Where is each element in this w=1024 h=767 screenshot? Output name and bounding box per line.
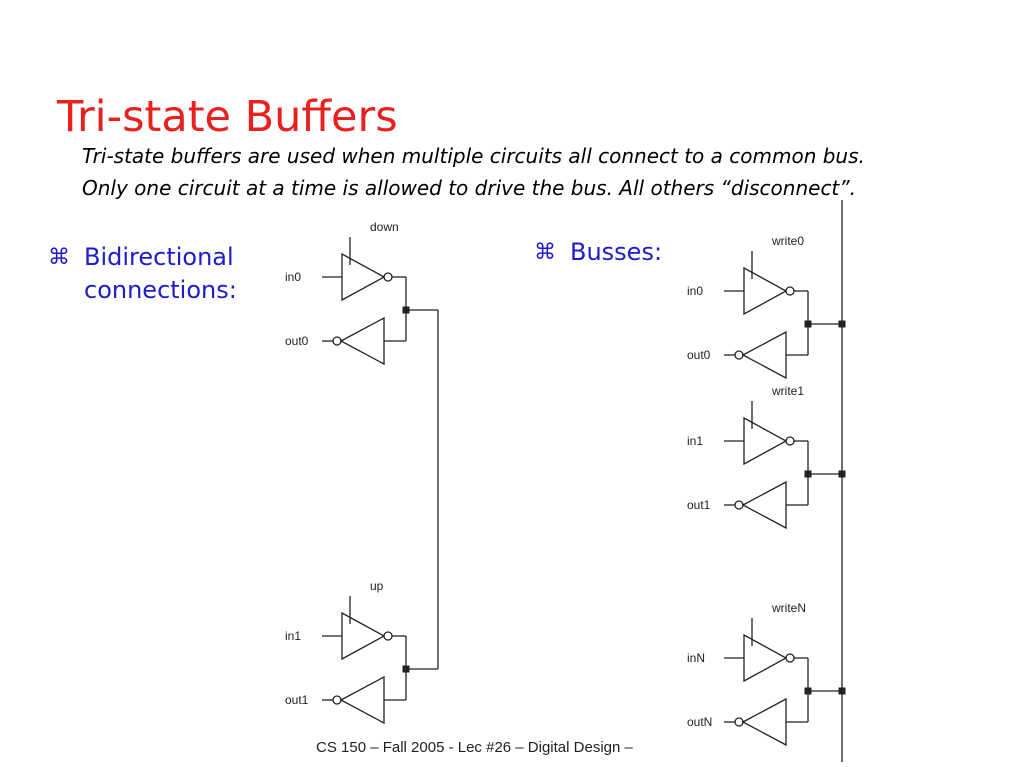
bullet-bidirectional: ⌘ Bidirectional connections:: [48, 241, 237, 307]
bus-0-driver-buffer: [743, 266, 788, 316]
bus-2-input-label: inN: [687, 651, 705, 665]
bullet-busses-label: Busses:: [570, 238, 663, 266]
bus-0-bus-junction-dot: [838, 320, 846, 328]
bidir-1-control-label: up: [370, 579, 384, 593]
bus-0-input-label: in0: [687, 284, 703, 298]
bidir-0-receiver-buffer: [339, 316, 385, 366]
bidirectional-diagram: down in0 out0 up in1 out1: [285, 220, 439, 725]
bidir-0-control-label: down: [370, 220, 399, 234]
bullet-icon: ⌘: [48, 245, 70, 270]
slide-title: Tri-state Buffers: [57, 92, 398, 142]
bus-1-driver-buffer: [743, 416, 788, 466]
bullet-icon: ⌘: [534, 240, 556, 265]
bus-2-output-label: outN: [687, 715, 712, 729]
bus-0-block: write0 in0 out0: [687, 234, 812, 380]
bullet-busses: ⌘ Busses:: [534, 236, 663, 269]
bus-1-output-label: out1: [687, 498, 711, 512]
bus-0-receiver-buffer: [741, 330, 787, 380]
bidir-1-input-label: in1: [285, 629, 301, 643]
bidir-1-driver-bubble: [383, 631, 393, 641]
bullet-bidirectional-line-1: Bidirectional: [84, 243, 234, 271]
bidir-0-input-label: in0: [285, 270, 301, 284]
bus-2-block: writeN inN outN: [687, 601, 812, 747]
bidir-1-driver-buffer: [341, 611, 386, 661]
subtitle-line-1: Tri-state buffers are used when multiple…: [82, 144, 865, 168]
bidir-1-receiver-buffer: [339, 675, 385, 725]
bidir-1-output-label: out1: [285, 693, 309, 707]
bus-diagram: write0 in0 out0 write1 in1 out1 writeN inN outN: [687, 200, 846, 762]
bus-0-output-label: out0: [687, 348, 711, 362]
bus-2-driver-buffer: [743, 633, 788, 683]
bidir-1-block: up in1 out1: [285, 579, 410, 725]
bus-1-block: write1 in1 out1: [687, 384, 812, 530]
bus-1-receiver-buffer: [741, 480, 787, 530]
bus-0-control-label: write0: [771, 234, 804, 248]
bus-2-bus-junction-dot: [838, 687, 846, 695]
bidir-0-driver-buffer: [341, 252, 386, 302]
footer: CS 150 – Fall 2005 - Lec #26 – Digital D…: [316, 739, 633, 756]
bus-1-input-label: in1: [687, 434, 703, 448]
bus-1-driver-bubble: [785, 436, 795, 446]
bus-1-bus-junction-dot: [838, 470, 846, 478]
bullet-bidirectional-line-2: connections:: [84, 276, 237, 304]
bidir-0-block: down in0 out0: [285, 220, 410, 366]
bidir-0-driver-bubble: [383, 272, 393, 282]
bus-2-driver-bubble: [785, 653, 795, 663]
bus-0-driver-bubble: [785, 286, 795, 296]
bidir-0-output-label: out0: [285, 334, 309, 348]
bus-2-control-label: writeN: [771, 601, 806, 615]
bus-1-control-label: write1: [771, 384, 804, 398]
subtitle-line-2: Only one circuit at a time is allowed to…: [82, 176, 856, 200]
bus-2-receiver-buffer: [741, 697, 787, 747]
